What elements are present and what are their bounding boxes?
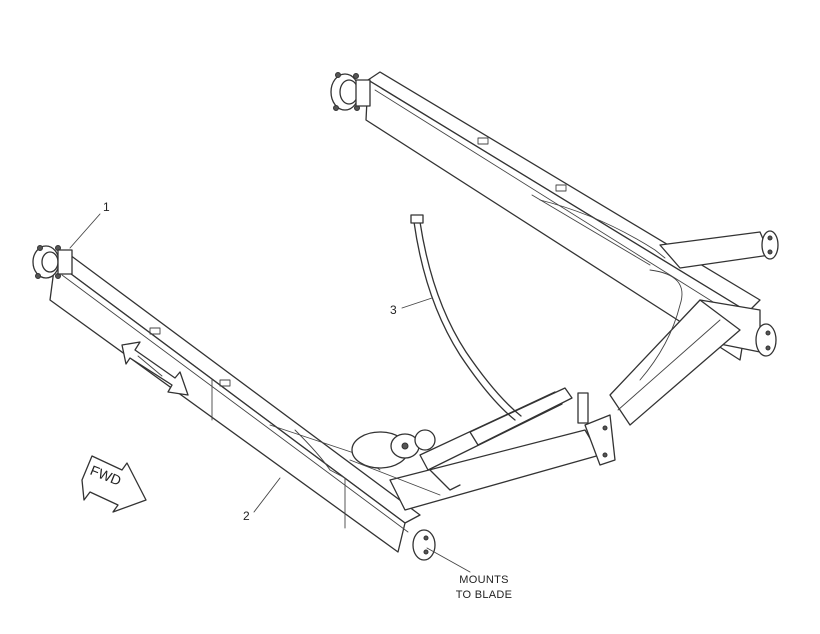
rear-trunnion-cap	[330, 72, 371, 111]
callout-1: 1	[103, 200, 110, 214]
side-decal	[121, 341, 189, 396]
right-front-corner	[609, 269, 777, 426]
front-trunnion-cap	[32, 245, 73, 279]
callout-2: 2	[243, 509, 250, 523]
left-push-arm	[32, 245, 436, 561]
blade-mount	[412, 529, 436, 561]
hydraulic-hose	[410, 214, 522, 421]
forward-direction-arrow: FWD	[81, 455, 147, 513]
callout-leaders	[69, 213, 471, 573]
mounts-note-line2: TO BLADE	[456, 589, 513, 601]
callout-3: 3	[390, 303, 397, 317]
right-push-arm	[330, 71, 779, 361]
mounts-note-line1: MOUNTS	[459, 574, 508, 586]
cross-member	[269, 414, 616, 511]
